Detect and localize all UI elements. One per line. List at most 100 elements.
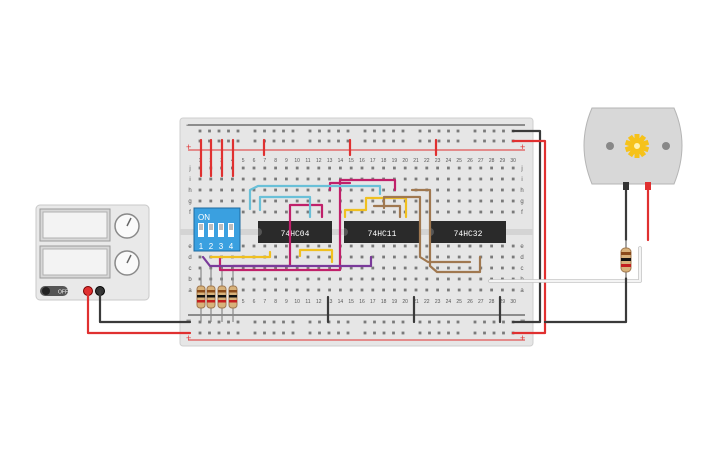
breadboard-hole[interactable] [263, 188, 267, 192]
rail-hole[interactable] [483, 331, 486, 335]
breadboard-hole[interactable] [241, 288, 245, 292]
breadboard-hole[interactable] [317, 277, 321, 281]
rail-hole[interactable] [318, 320, 321, 324]
breadboard-hole[interactable] [511, 166, 515, 170]
breadboard-hole[interactable] [231, 177, 234, 181]
rail-hole[interactable] [502, 139, 505, 143]
rail-hole[interactable] [447, 129, 450, 133]
breadboard-hole[interactable] [328, 199, 331, 203]
wire-black[interactable] [98, 289, 192, 324]
breadboard-hole[interactable] [306, 199, 310, 203]
breadboard-hole[interactable] [263, 244, 267, 248]
rail-hole[interactable] [198, 129, 202, 133]
breadboard-hole[interactable] [295, 266, 299, 270]
breadboard-hole[interactable] [252, 177, 256, 181]
rail-hole[interactable] [492, 139, 496, 143]
breadboard-hole[interactable] [241, 210, 245, 214]
rail-hole[interactable] [263, 320, 266, 324]
rail-hole[interactable] [282, 129, 285, 133]
breadboard-hole[interactable] [479, 188, 483, 192]
breadboard-hole[interactable] [252, 188, 256, 192]
breadboard-hole[interactable] [285, 199, 288, 203]
breadboard-hole[interactable] [371, 255, 375, 259]
breadboard-hole[interactable] [241, 188, 245, 192]
breadboard-hole[interactable] [263, 199, 267, 203]
breadboard-hole[interactable] [468, 166, 472, 170]
rail-hole[interactable] [428, 320, 431, 324]
rail-hole[interactable] [373, 331, 376, 335]
breadboard-hole[interactable] [382, 255, 385, 259]
rail-hole[interactable] [198, 331, 202, 335]
rail-hole[interactable] [227, 331, 230, 335]
wire-black[interactable] [511, 129, 542, 324]
rail-hole[interactable] [418, 129, 422, 133]
breadboard-hole[interactable] [479, 277, 483, 281]
breadboard-hole[interactable] [360, 188, 364, 192]
rail-hole[interactable] [392, 129, 395, 133]
breadboard-hole[interactable] [479, 199, 483, 203]
rail-hole[interactable] [447, 331, 450, 335]
rail-hole[interactable] [492, 129, 496, 133]
breadboard-hole[interactable] [317, 166, 321, 170]
breadboard-hole[interactable] [339, 288, 342, 292]
chip-74hc32[interactable]: 74HC32 [430, 221, 506, 243]
rail-hole[interactable] [236, 320, 240, 324]
breadboard-hole[interactable] [295, 188, 299, 192]
breadboard-hole[interactable] [198, 266, 202, 270]
breadboard-hole[interactable] [349, 210, 353, 214]
breadboard-hole[interactable] [490, 288, 493, 292]
rail-hole[interactable] [327, 129, 331, 133]
rail-hole[interactable] [373, 139, 376, 143]
breadboard-hole[interactable] [328, 244, 331, 248]
rail-hole[interactable] [282, 331, 285, 335]
breadboard-hole[interactable] [252, 277, 256, 281]
breadboard-hole[interactable] [414, 244, 418, 248]
resistor[interactable] [620, 240, 632, 278]
rail-hole[interactable] [327, 331, 331, 335]
breadboard-hole[interactable] [490, 255, 493, 259]
wire-brown[interactable] [410, 188, 482, 274]
breadboard-hole[interactable] [349, 188, 353, 192]
rail-hole[interactable] [236, 139, 240, 143]
breadboard-hole[interactable] [457, 244, 461, 248]
breadboard-hole[interactable] [511, 288, 515, 292]
breadboard-hole[interactable] [285, 277, 288, 281]
breadboard-hole[interactable] [285, 255, 288, 259]
breadboard-hole[interactable] [360, 266, 364, 270]
breadboard-hole[interactable] [501, 210, 504, 214]
breadboard-hole[interactable] [436, 210, 439, 214]
breadboard-hole[interactable] [501, 288, 504, 292]
rail-hole[interactable] [337, 129, 340, 133]
breadboard-hole[interactable] [328, 166, 331, 170]
breadboard-hole[interactable] [501, 177, 504, 181]
rail-hole[interactable] [198, 320, 202, 324]
rail-hole[interactable] [382, 331, 386, 335]
breadboard-hole[interactable] [447, 188, 450, 192]
rail-hole[interactable] [392, 331, 395, 335]
breadboard-hole[interactable] [360, 166, 364, 170]
breadboard-hole[interactable] [306, 277, 310, 281]
breadboard-hole[interactable] [490, 266, 493, 270]
breadboard-hole[interactable] [220, 177, 223, 181]
breadboard-hole[interactable] [414, 199, 418, 203]
rail-hole[interactable] [483, 129, 486, 133]
rail-hole[interactable] [236, 331, 240, 335]
breadboard-hole[interactable] [436, 288, 439, 292]
breadboard-hole[interactable] [436, 255, 439, 259]
knob-icon[interactable] [114, 213, 140, 239]
breadboard-hole[interactable] [382, 210, 385, 214]
breadboard-hole[interactable] [274, 210, 277, 214]
breadboard-hole[interactable] [371, 199, 375, 203]
breadboard-hole[interactable] [447, 177, 450, 181]
rail-hole[interactable] [272, 129, 276, 133]
breadboard-hole[interactable] [274, 177, 277, 181]
breadboard-hole[interactable] [436, 277, 439, 281]
breadboard-hole[interactable] [511, 199, 515, 203]
breadboard-hole[interactable] [501, 244, 504, 248]
breadboard-hole[interactable] [490, 244, 493, 248]
rail-hole[interactable] [253, 129, 257, 133]
rail-hole[interactable] [208, 129, 211, 133]
breadboard-hole[interactable] [393, 244, 396, 248]
breadboard-hole[interactable] [393, 288, 396, 292]
breadboard-hole[interactable] [263, 177, 267, 181]
